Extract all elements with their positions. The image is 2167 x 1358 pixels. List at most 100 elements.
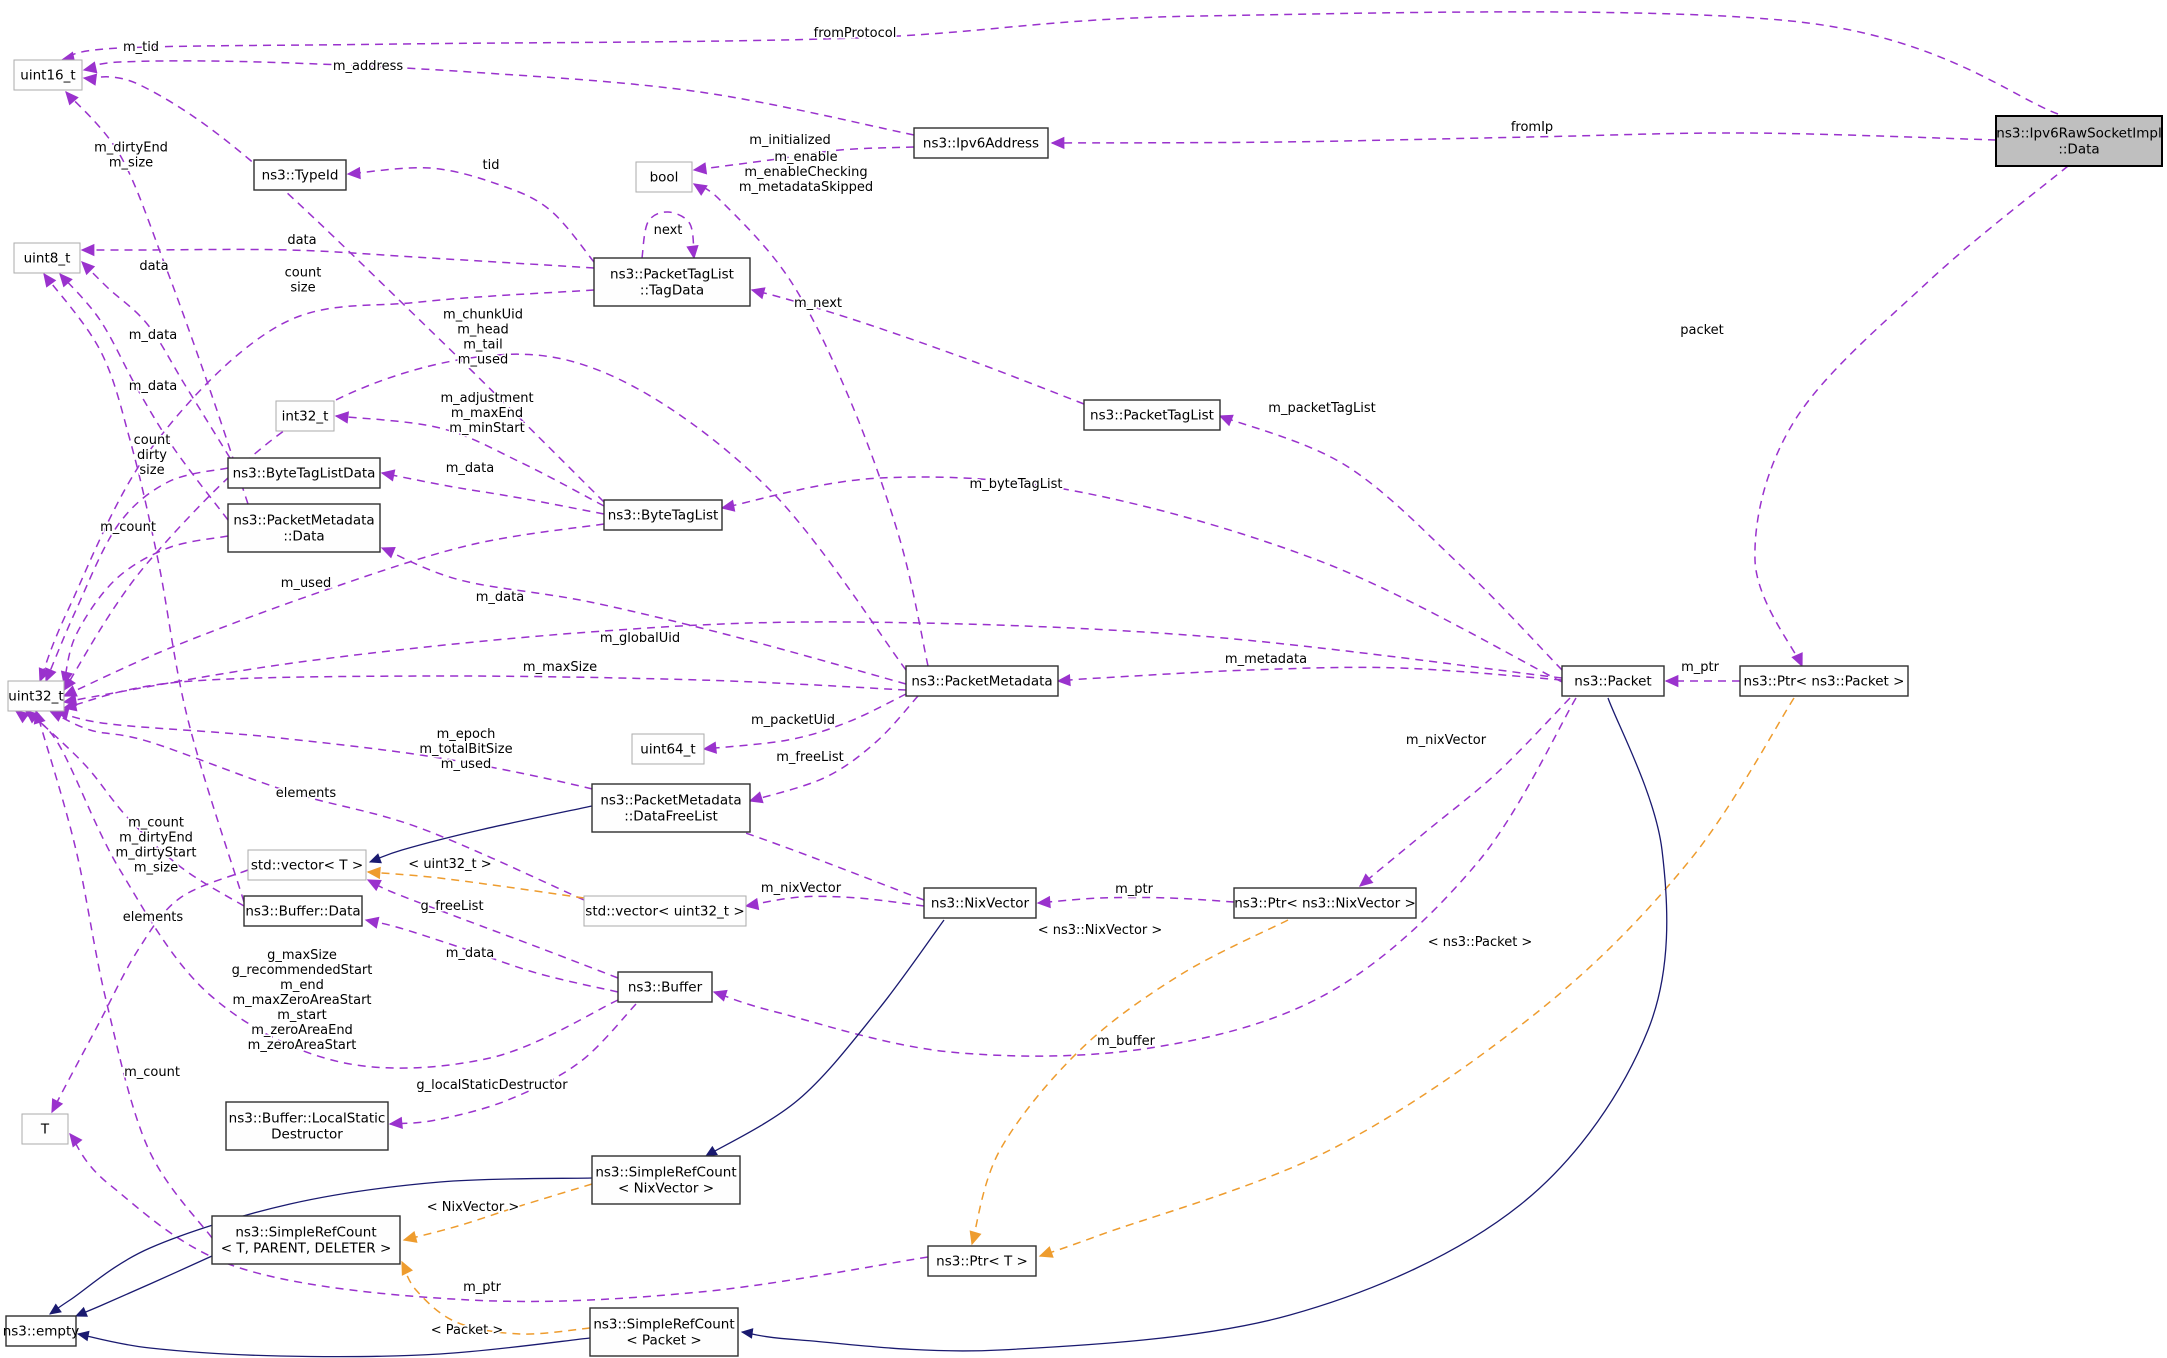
node-box [227,503,381,553]
node-Ipv6Address[interactable]: ns3::Ipv6Address [913,127,1049,159]
node-TagData[interactable]: ns3::PacketTagList::TagData [593,257,751,307]
node-box [927,1245,1037,1277]
edge-label-data-tagdata: data [287,233,316,248]
node-box [591,1155,741,1205]
node-box [635,161,693,193]
node-box [631,733,705,765]
edge-path [641,211,699,260]
node-TypeId[interactable]: ns3::TypeId [253,159,347,191]
node-box [275,400,335,432]
node-uint16[interactable]: uint16_t [13,59,83,91]
edge-fromProtocol: fromProtocol [60,11,2059,115]
edge-label-tpl-NixVector: < NixVector > [427,1200,520,1215]
node-box [243,895,363,927]
node-Packet[interactable]: ns3::Packet [1561,665,1665,697]
node-vectorT[interactable]: std::vector< T > [247,849,367,881]
edge-label-m_nixVector-ptr: m_nixVector [1406,733,1487,748]
edge-label-m_data-buf-bufdata: m_data [446,946,494,961]
node-label-BufferData: ns3::Buffer::Data [245,904,360,920]
edge-packet: packet [1679,165,2069,668]
node-label-Buffer: ns3::Buffer [628,980,703,996]
node-PMDData[interactable]: ns3::PacketMetadata::Data [227,503,381,553]
edge-path [49,1177,593,1315]
edge-path [1056,666,1563,687]
node-int32[interactable]: int32_t [275,400,335,432]
edge-m_ptr-T: m_ptr [69,1132,929,1303]
edge-m_address: m_address [82,58,915,136]
node-T[interactable]: T [21,1113,69,1145]
edge-label-m_packetUid: m_packetUid [751,713,835,728]
node-box [21,1113,69,1145]
edge-m_ptr-packet: m_ptr [1664,659,1740,688]
edge-tpl-NixVector: < NixVector > [402,1183,593,1243]
edge-path [402,1183,593,1243]
edge-m_nixVector-vec: m_nixVector [744,880,925,911]
node-label-PtrNix: ns3::Ptr< ns3::NixVector > [1234,896,1416,912]
node-box [5,1315,77,1347]
edge-label-m_maxSize: m_maxSize [523,660,597,675]
node-SRCTPD[interactable]: ns3::SimpleRefCount< T, PARENT, DELETER … [211,1215,401,1265]
node-label-PacketTagList: ns3::PacketTagList [1090,408,1214,424]
node-ByteTagList[interactable]: ns3::ByteTagList [603,499,723,531]
edge-label-m_count-src: m_count [124,1065,180,1080]
edge-label-elements-vecu32: elements [276,786,337,801]
edge-inh-datafreelist-vectorT [368,805,593,864]
edge-path [1358,697,1571,887]
node-PtrT[interactable]: ns3::Ptr< T > [927,1245,1037,1277]
edge-path [704,919,945,1157]
node-label-Ipv6Address: ns3::Ipv6Address [923,136,1039,152]
node-BufferData[interactable]: ns3::Buffer::Data [243,895,363,927]
node-DataFreeList[interactable]: ns3::PacketMetadata::DataFreeList [591,783,751,833]
node-box [591,783,751,833]
edge-label-m_ptr-T: m_ptr [463,1280,502,1295]
node-uint8[interactable]: uint8_t [13,242,81,274]
edge-m_used: m_used [62,523,605,697]
edge-m_maxSize: m_maxSize [62,659,907,712]
node-SRCNix[interactable]: ns3::SimpleRefCount< NixVector > [591,1155,741,1205]
edge-label-next: next [654,223,683,238]
edge-label-tpl-ns3Packet: < ns3::Packet > [1428,935,1533,950]
edge-m_tid: m_tid [82,39,605,503]
edge-path [401,1260,591,1335]
edge-data-tagdata: data [80,232,595,269]
edge-path [720,476,1563,683]
node-label-MainData: ns3::Ipv6RawSocketImpl::Data [1996,126,2161,158]
node-PtrNix[interactable]: ns3::Ptr< ns3::NixVector > [1233,887,1417,919]
node-Buffer[interactable]: ns3::Buffer [617,971,713,1003]
edge-path [76,1330,591,1358]
node-PacketMetadata[interactable]: ns3::PacketMetadata [905,665,1059,697]
node-box [617,971,713,1003]
edge-label-m_data-pmddata-uint8: m_data [129,328,177,343]
node-empty[interactable]: ns3::empty [3,1315,80,1347]
edge-m_data-pm-pmddata: m_data [380,546,907,685]
edge-label-m_byteTagList: m_byteTagList [970,477,1063,492]
edge-path [364,916,619,993]
edge-path [380,469,605,515]
edge-tid: tid [346,157,595,263]
node-uint64[interactable]: uint64_t [631,733,705,765]
node-label-SRCPacket: ns3::SimpleRefCount< Packet > [593,1317,734,1349]
edge-label-m_data-btl-btld: m_data [446,461,494,476]
edge-path [1038,697,1795,1258]
node-uint32[interactable]: uint32_t [7,680,65,712]
edge-path [60,535,229,686]
edge-inh-srcpacket-empty [76,1330,591,1358]
node-SRCPacket[interactable]: ns3::SimpleRefCount< Packet > [589,1307,739,1357]
edge-label-m_metadata: m_metadata [1225,652,1307,667]
node-NixVector[interactable]: ns3::NixVector [923,887,1037,919]
node-vectorU32[interactable]: std::vector< uint32_t > [583,895,747,927]
edge-m_packetUid: m_packetUid [702,693,907,754]
node-bool[interactable]: bool [635,161,693,193]
node-PacketTagList[interactable]: ns3::PacketTagList [1083,399,1221,431]
node-PtrPacket[interactable]: ns3::Ptr< ns3::Packet > [1739,665,1909,697]
edge-path [74,1255,213,1317]
edge-path [69,1132,929,1303]
node-ByteTagListData[interactable]: ns3::ByteTagListData [227,457,381,489]
